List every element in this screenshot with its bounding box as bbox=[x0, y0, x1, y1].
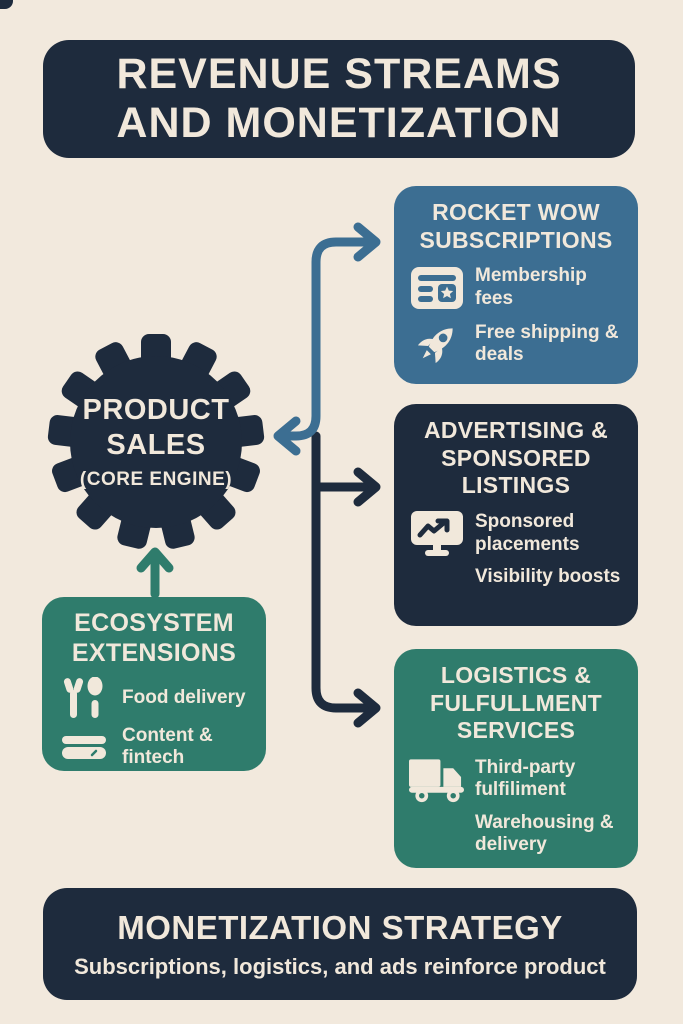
list-item: Free shipping & deals bbox=[409, 319, 623, 369]
list-item-label: Content & fintech bbox=[122, 725, 213, 769]
panel-title: ECOSYSTEM EXTENSIONS bbox=[71, 609, 237, 667]
list-item-label: Warehousing & delivery bbox=[475, 811, 614, 856]
strategy-banner: MONETIZATION STRATEGY Subscriptions, log… bbox=[43, 888, 637, 1000]
page-title-line1: REVENUE STREAMS bbox=[116, 50, 562, 99]
gear-to-advertising-arrow bbox=[311, 467, 381, 507]
ecosystem-to-gear-arrow bbox=[136, 547, 174, 599]
panel-ecosystem-extensions: ECOSYSTEM EXTENSIONS Food delivery bbox=[42, 597, 266, 771]
panel-title: LOGISTICS & FULFULLMENT SERVICES bbox=[430, 662, 602, 744]
panel-title: ADVERTISING & SPONSORED LISTINGS bbox=[423, 417, 609, 499]
title-banner: REVENUE STREAMS AND MONETIZATION bbox=[43, 40, 635, 158]
gear-to-rocket-arrow bbox=[273, 222, 381, 456]
list-item-label: Free shipping & deals bbox=[475, 321, 619, 365]
panel-advertising-sponsored-listings: ADVERTISING & SPONSORED LISTINGS Sponsor… bbox=[394, 404, 638, 626]
page-title-line2: AND MONETIZATION bbox=[116, 99, 562, 147]
list-item: Content & fintech bbox=[56, 725, 252, 770]
list-item-label: Food delivery bbox=[122, 686, 246, 708]
chart-monitor-icon bbox=[409, 510, 464, 557]
gear-title-line1: PRODUCT bbox=[82, 394, 230, 427]
truck-icon bbox=[409, 756, 464, 803]
list-item: Warehousing & delivery bbox=[409, 812, 623, 857]
panel-title: ROCKET WOW SUBSCRIPTIONS bbox=[419, 199, 613, 253]
list-item: Visibility boosts bbox=[409, 566, 623, 588]
list-item: Food delivery bbox=[56, 677, 252, 719]
list-item: Membership fees bbox=[409, 265, 623, 310]
rocket-icon bbox=[409, 319, 464, 369]
list-item: Third-party fulfiliment bbox=[409, 756, 623, 803]
list-item: Sponsored placements bbox=[409, 510, 623, 557]
gear-to-logistics-arrow bbox=[311, 431, 381, 728]
list-item-label: Membership fees bbox=[475, 265, 587, 309]
strategy-title: MONETIZATION STRATEGY bbox=[117, 908, 563, 946]
cutlery-icon bbox=[56, 677, 111, 719]
corner-mark bbox=[0, 0, 13, 9]
panel-logistics-fulfillment-services: LOGISTICS & FULFULLMENT SERVICES bbox=[394, 649, 638, 868]
gear-title-line2: SALES bbox=[106, 428, 206, 461]
list-item-label: Visibility boosts bbox=[475, 565, 621, 587]
strategy-subtitle: Subscriptions, logistics, and ads reinfo… bbox=[74, 953, 606, 979]
cards-icon bbox=[56, 735, 111, 759]
list-item-label: Third-party fulfiliment bbox=[475, 756, 576, 801]
core-engine-node: PRODUCT SALES (CORE ENGINE) bbox=[44, 330, 268, 554]
gear-subtitle: (CORE ENGINE) bbox=[79, 468, 233, 490]
gear-icon bbox=[47, 334, 265, 549]
membership-card-icon bbox=[409, 266, 464, 309]
panel-rocket-wow-subscriptions: ROCKET WOW SUBSCRIPTIONS Membership fees bbox=[394, 186, 638, 384]
list-item-label: Sponsored placements bbox=[475, 511, 580, 555]
